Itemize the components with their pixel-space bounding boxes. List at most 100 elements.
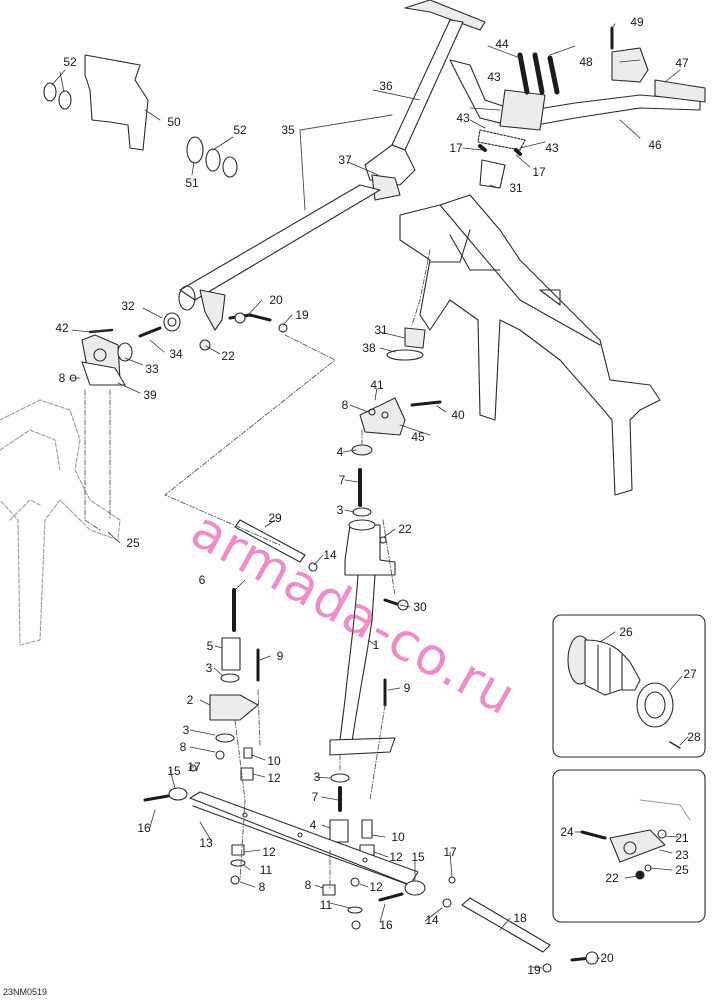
frame-ghost-left bbox=[0, 399, 121, 646]
hardware-bottom bbox=[230, 844, 363, 930]
callout-12: 12 bbox=[267, 771, 281, 785]
callout-11: 11 bbox=[319, 898, 333, 912]
bracket-35 bbox=[299, 114, 393, 211]
callout-39: 39 bbox=[143, 388, 157, 402]
callout-33: 33 bbox=[145, 362, 159, 376]
cross-member-13 bbox=[143, 764, 456, 902]
callout-43: 43 bbox=[456, 111, 470, 125]
tie-rod-end-upper bbox=[199, 312, 288, 351]
callout-14: 14 bbox=[425, 913, 439, 927]
gaskets-upper-left bbox=[43, 54, 238, 178]
callout-46: 46 bbox=[648, 138, 662, 152]
callout-25: 25 bbox=[126, 536, 140, 550]
callout-30: 30 bbox=[413, 600, 427, 614]
callout-14: 14 bbox=[323, 548, 337, 562]
callout-17: 17 bbox=[532, 165, 546, 179]
callout-49: 49 bbox=[630, 15, 644, 29]
callout-12: 12 bbox=[369, 880, 383, 894]
callout-8: 8 bbox=[304, 878, 312, 892]
callout-47: 47 bbox=[675, 56, 689, 70]
callout-9: 9 bbox=[403, 681, 411, 695]
callout-48: 48 bbox=[579, 55, 593, 69]
callout-43: 43 bbox=[545, 141, 559, 155]
inset-boot bbox=[552, 614, 706, 758]
callout-19: 19 bbox=[527, 963, 541, 977]
callout-4: 4 bbox=[336, 445, 344, 459]
handlebar bbox=[449, 26, 706, 189]
callout-41: 41 bbox=[370, 378, 384, 392]
callout-31: 31 bbox=[509, 181, 523, 195]
assembly-lines bbox=[84, 249, 431, 891]
callout-3: 3 bbox=[182, 723, 190, 737]
callout-18: 18 bbox=[513, 911, 527, 925]
callout-8: 8 bbox=[258, 880, 266, 894]
callout-26: 26 bbox=[619, 625, 633, 639]
callout-10: 10 bbox=[267, 754, 281, 768]
pivot-stack-left bbox=[209, 588, 260, 781]
callout-22: 22 bbox=[605, 871, 619, 885]
callout-5: 5 bbox=[206, 639, 214, 653]
callout-16: 16 bbox=[137, 821, 151, 835]
callout-15: 15 bbox=[411, 850, 425, 864]
callout-24: 24 bbox=[560, 825, 574, 839]
callout-45: 45 bbox=[411, 430, 425, 444]
callout-9: 9 bbox=[276, 649, 284, 663]
callout-31: 31 bbox=[374, 323, 388, 337]
document-code: 23NM0519 bbox=[3, 987, 48, 997]
callout-8: 8 bbox=[179, 740, 187, 754]
bushing-31-38 bbox=[386, 327, 426, 361]
callout-22: 22 bbox=[221, 349, 235, 363]
callout-42: 42 bbox=[55, 321, 69, 335]
callout-34: 34 bbox=[169, 347, 183, 361]
callout-3: 3 bbox=[336, 503, 344, 517]
callout-8: 8 bbox=[341, 398, 349, 412]
callout-17: 17 bbox=[449, 141, 463, 155]
callout-17: 17 bbox=[187, 760, 201, 774]
callout-1: 1 bbox=[372, 638, 380, 652]
callout-51: 51 bbox=[185, 176, 199, 190]
callout-20: 20 bbox=[269, 293, 283, 307]
callout-2: 2 bbox=[186, 693, 194, 707]
callout-40: 40 bbox=[451, 408, 465, 422]
callout-8: 8 bbox=[58, 371, 66, 385]
callout-12: 12 bbox=[389, 850, 403, 864]
callout-21: 21 bbox=[675, 831, 689, 845]
pivot-stack-right bbox=[329, 678, 387, 856]
callout-29: 29 bbox=[268, 511, 282, 525]
bracket-45 bbox=[359, 397, 442, 436]
callout-15: 15 bbox=[167, 764, 181, 778]
callout-6: 6 bbox=[198, 573, 206, 587]
callout-4: 4 bbox=[309, 818, 317, 832]
callout-3: 3 bbox=[205, 661, 213, 675]
callout-19: 19 bbox=[295, 308, 309, 322]
callout-20: 20 bbox=[600, 951, 614, 965]
callout-11: 11 bbox=[259, 863, 273, 877]
callout-7: 7 bbox=[338, 473, 346, 487]
callout-13: 13 bbox=[199, 836, 213, 850]
steering-column bbox=[163, 0, 486, 332]
callout-28: 28 bbox=[687, 730, 701, 744]
callout-35: 35 bbox=[281, 123, 295, 137]
callout-10: 10 bbox=[391, 830, 405, 844]
callout-25: 25 bbox=[675, 863, 689, 877]
callout-38: 38 bbox=[362, 341, 376, 355]
callout-50: 50 bbox=[167, 115, 181, 129]
frame-ghost-right bbox=[399, 194, 661, 496]
callout-16: 16 bbox=[379, 918, 393, 932]
callout-23: 23 bbox=[675, 848, 689, 862]
callout-44: 44 bbox=[495, 37, 509, 51]
callout-52: 52 bbox=[233, 123, 247, 137]
callout-17: 17 bbox=[443, 845, 457, 859]
callout-7: 7 bbox=[311, 790, 319, 804]
callout-27: 27 bbox=[683, 667, 697, 681]
bracket-left bbox=[69, 326, 162, 386]
callout-3: 3 bbox=[313, 770, 321, 784]
callout-32: 32 bbox=[121, 299, 135, 313]
callout-22: 22 bbox=[398, 522, 412, 536]
callout-36: 36 bbox=[379, 79, 393, 93]
tie-rod-18 bbox=[442, 897, 599, 973]
inset-clamp bbox=[552, 769, 706, 923]
leader-lines bbox=[51, 23, 689, 969]
